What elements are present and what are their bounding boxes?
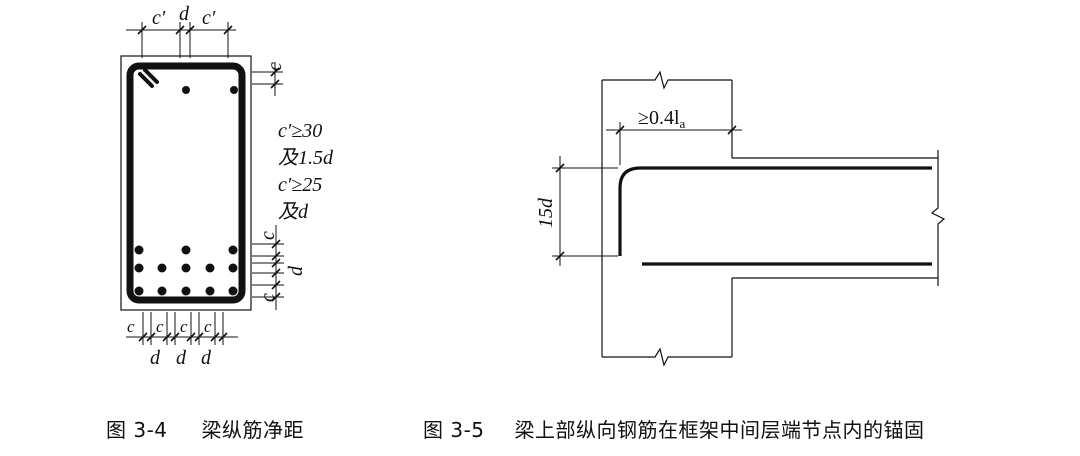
anchor-length-label: ≥0.4la: [638, 107, 686, 131]
note-c-prime-30: c′≥30: [278, 120, 322, 142]
bottom-bar: [228, 263, 238, 273]
stirrup-hook: [138, 68, 159, 88]
hook-length-dimension: 15d: [535, 156, 618, 266]
bottom-bar: [134, 245, 144, 255]
dim-c-bottom-right: c: [257, 293, 279, 302]
dim-d-bottom-2: d: [176, 347, 187, 369]
top-bar: [230, 86, 238, 94]
dim-c-prime-left: c′: [152, 7, 166, 29]
dim-c-mid-right: c: [257, 231, 279, 240]
dim-c-top-right: c: [264, 62, 286, 71]
dim-c-bottom-1: c: [127, 317, 135, 336]
top-rebar-hooked: [618, 166, 932, 256]
note-c-prime-25: c′≥25: [278, 174, 322, 196]
right-top-cover-dimension: c: [252, 62, 286, 96]
figure-3-4-number: 图 3-4: [106, 418, 168, 442]
spacing-notes: c′≥30 及1.5d c′≥25 及d: [278, 120, 334, 223]
top-bar: [182, 86, 190, 94]
bottom-bar: [205, 286, 215, 296]
bottom-bar: [181, 263, 191, 273]
dim-c-bottom-2: c: [156, 317, 164, 336]
bottom-bar: [134, 263, 144, 273]
dim-c-bottom-3: c: [180, 317, 188, 336]
beam-right-break: [930, 150, 946, 286]
dim-c-bottom-4: c: [204, 317, 212, 336]
bottom-bar: [134, 286, 144, 296]
dim-d-bottom-3: d: [201, 347, 212, 369]
column-top-break: [602, 70, 732, 90]
bottom-dimension: c c c c d d d: [126, 312, 238, 369]
stirrup: [126, 62, 246, 304]
figure-3-5-number: 图 3-5: [423, 418, 485, 442]
bottom-bar: [205, 263, 215, 273]
bottom-bar: [181, 286, 191, 296]
bottom-bar: [157, 286, 167, 296]
bottom-bar: [228, 286, 238, 296]
dim-c-prime-right: c′: [202, 7, 216, 29]
bottom-bar: [157, 263, 167, 273]
anchorage-dimension: ≥0.4la: [606, 107, 742, 165]
beam-section-outline: [120, 55, 252, 311]
dim-d-top: d: [179, 3, 190, 25]
figure-3-4-caption: 图 3-4 梁纵筋净距: [106, 414, 304, 443]
figure-3-5-joint: ≥0.4la 15d: [535, 70, 946, 367]
bottom-bar: [228, 245, 238, 255]
bottom-bar: [181, 245, 191, 255]
dim-d-right: d: [285, 265, 307, 276]
figure-3-4-section: c′ d c′ c c′≥30 及1.5d c′≥25 及d: [120, 3, 334, 369]
figure-3-5-title: 梁上部纵向钢筋在框架中间层端节点内的锚固: [514, 418, 925, 442]
column-bottom-break: [602, 347, 732, 367]
hook-15d-label: 15d: [535, 197, 557, 228]
dim-d-bottom-1: d: [150, 347, 161, 369]
right-bottom-dimension: c d c: [252, 225, 307, 310]
figure-3-4-title: 梁纵筋净距: [201, 418, 305, 442]
figure-3-5-caption: 图 3-5 梁上部纵向钢筋在框架中间层端节点内的锚固: [423, 414, 925, 443]
top-dimension: c′ d c′: [126, 3, 236, 58]
note-1-5d: 及1.5d: [278, 147, 334, 169]
note-d: 及d: [278, 201, 309, 223]
